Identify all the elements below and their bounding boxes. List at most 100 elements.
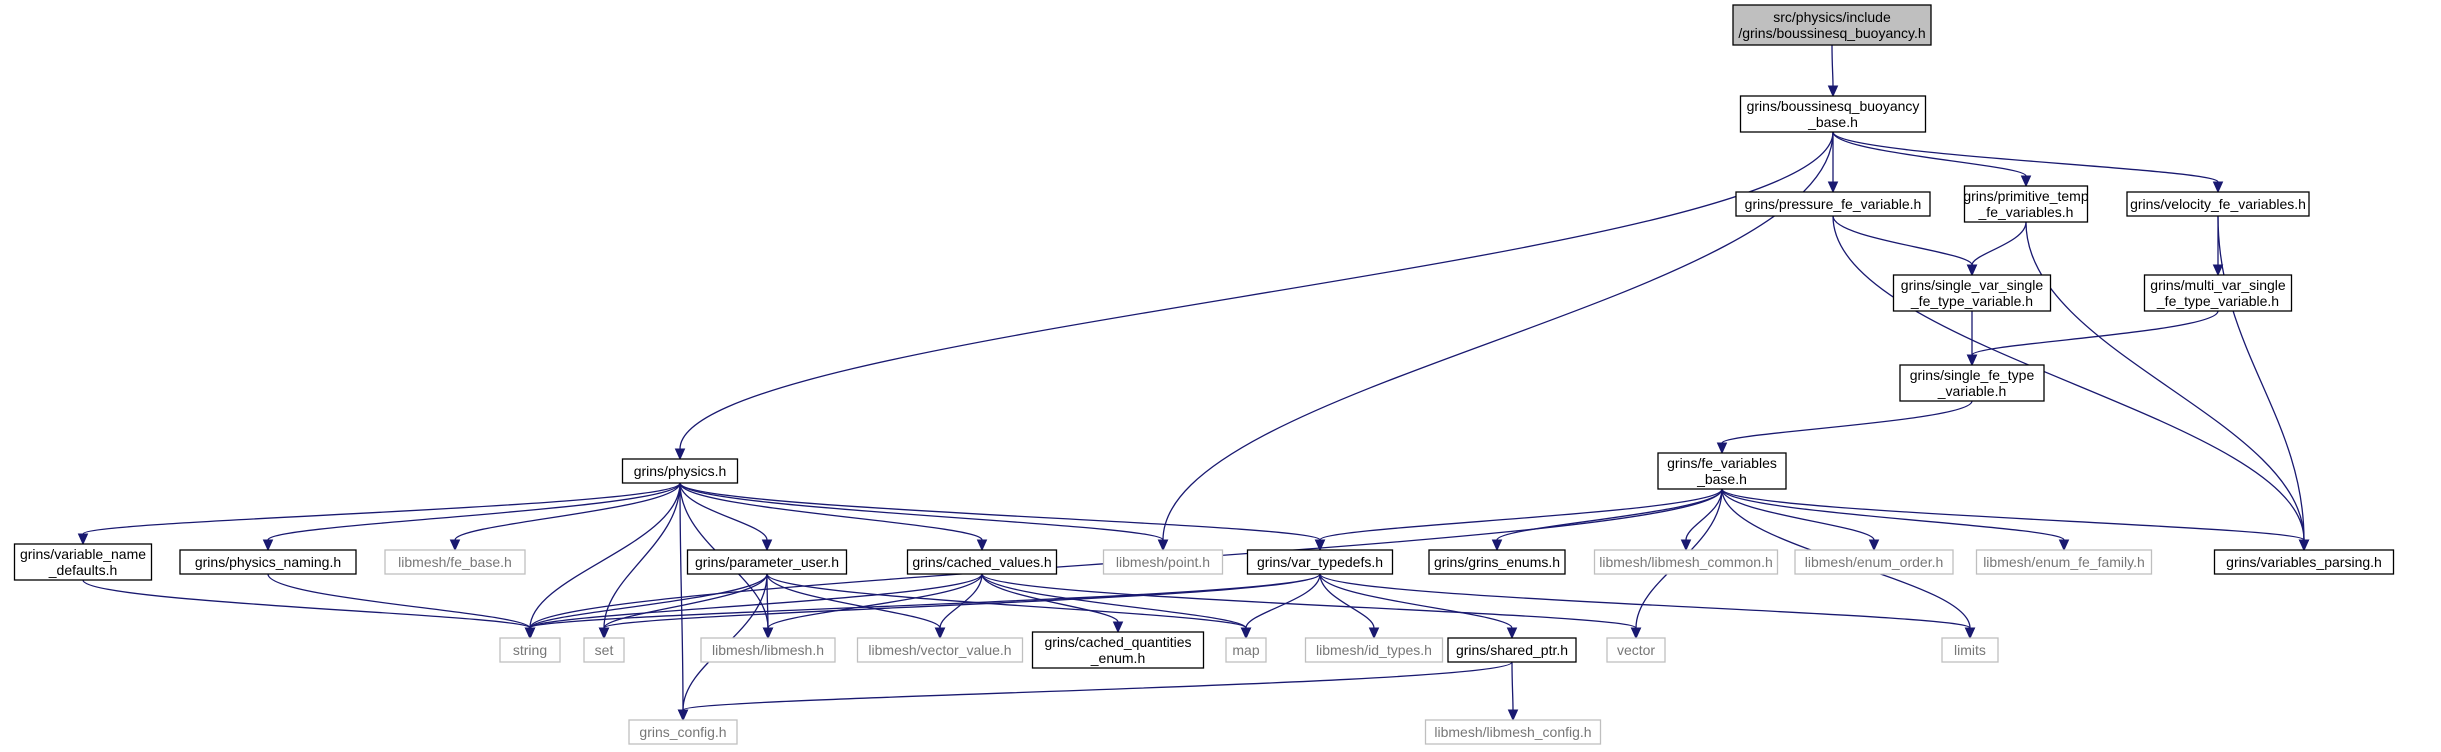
external-header-node: libmesh/fe_base.h (384, 549, 526, 575)
header-file-node[interactable]: grins/multi_var_single_fe_type_variable.… (2143, 274, 2293, 312)
root-file-node[interactable]: src/physics/include/grins/boussinesq_buo… (1732, 4, 1932, 46)
node-box (1657, 452, 1787, 490)
header-file-node[interactable]: grins/grins_enums.h (1428, 549, 1566, 575)
node-label: _enum.h (1090, 650, 1145, 666)
edge-n8-n12 (449, 482, 681, 552)
header-file-node[interactable]: grins/velocity_fe_variables.h (2126, 191, 2310, 217)
header-file-node[interactable]: grins/parameter_user.h (686, 549, 848, 575)
node-box (1941, 637, 1999, 663)
node-box (179, 549, 357, 575)
node-box (1963, 185, 2089, 223)
header-file-node[interactable]: grins/fe_variables_base.h (1657, 452, 1787, 490)
edge-n14-n30 (981, 573, 1642, 640)
node-box (1899, 364, 2045, 402)
node-label: grins/pressure_fe_variable.h (1745, 196, 1922, 212)
external-header-node: vector (1606, 637, 1666, 663)
edge-n11-n22 (267, 573, 536, 640)
node-label: grins/physics_naming.h (195, 554, 341, 570)
edge-n1-n4 (1832, 131, 2224, 194)
edge-n14-n24 (762, 573, 983, 640)
edge-n0-n1 (1827, 44, 1839, 98)
edge-n8-n15 (679, 482, 1169, 552)
node-box (1225, 637, 1267, 663)
node-label: libmesh/enum_fe_family.h (1983, 554, 2145, 570)
external-header-node: libmesh/vector_value.h (856, 637, 1024, 663)
node-label: limits (1954, 642, 1986, 658)
header-file-node[interactable]: grins/cached_quantities_enum.h (1031, 631, 1205, 669)
node-label: libmesh/libmesh_common.h (1599, 554, 1773, 570)
header-file-node[interactable]: grins/single_var_single_fe_type_variable… (1892, 274, 2052, 312)
node-box (1447, 637, 1577, 663)
node-box (856, 637, 1024, 663)
edge-n16-n29 (1319, 573, 1518, 640)
node-box (1739, 95, 1927, 133)
edge-n4-n21 (2217, 215, 2310, 552)
node-label: grins/shared_ptr.h (1456, 642, 1568, 658)
node-label: _base.h (1807, 114, 1858, 130)
edge-n7-n9 (1716, 400, 1973, 455)
node-box (621, 458, 739, 484)
node-label: libmesh/libmesh_config.h (1434, 724, 1591, 740)
external-header-node: grins_config.h (628, 719, 738, 745)
edge-n16-n28 (1319, 573, 1380, 640)
node-label: _defaults.h (48, 562, 118, 578)
node-label: map (1232, 642, 1259, 658)
node-label: _variable.h (1937, 383, 2007, 399)
node-box (1735, 191, 1931, 217)
node-label: grins/fe_variables (1667, 455, 1777, 471)
node-box (628, 719, 738, 745)
edge-n9-n16 (1314, 488, 1723, 552)
edge-n8-n32 (677, 482, 689, 722)
edge-n8-n10 (77, 482, 681, 546)
node-label: libmesh/libmesh.h (712, 642, 824, 658)
edge-n3-n21 (2025, 221, 2310, 552)
header-file-node[interactable]: grins/single_fe_type_variable.h (1899, 364, 2045, 402)
header-file-node[interactable]: grins/cached_values.h (906, 549, 1058, 575)
node-label: src/physics/include (1773, 9, 1891, 25)
edge-n9-n18 (1680, 488, 1723, 552)
header-file-node[interactable]: grins/var_typedefs.h (1246, 549, 1394, 575)
header-file-node[interactable]: grins/physics.h (621, 458, 739, 484)
node-label: _fe_type_variable.h (1910, 293, 2033, 309)
node-label: set (595, 642, 614, 658)
header-file-node[interactable]: grins/boussinesq_buoyancy_base.h (1739, 95, 1927, 133)
node-label: grins/parameter_user.h (695, 554, 839, 570)
node-box (1732, 4, 1932, 46)
external-header-node: libmesh/libmesh.h (700, 637, 836, 663)
node-box (1424, 719, 1602, 745)
edge-n14-n26 (981, 573, 1124, 634)
node-box (1593, 549, 1779, 575)
edge-n1-n3 (1832, 131, 2032, 188)
edge-n9-n21 (1721, 488, 2310, 552)
node-label: grins/velocity_fe_variables.h (2130, 196, 2306, 212)
header-file-node[interactable]: grins/shared_ptr.h (1447, 637, 1577, 663)
edge-n8-n22 (524, 482, 681, 640)
header-file-node[interactable]: grins/variables_parsing.h (2213, 549, 2395, 575)
header-file-node[interactable]: grins/variable_name_defaults.h (13, 543, 153, 581)
edge-n3-n5 (1966, 221, 2027, 277)
edge-n8-n14 (679, 482, 988, 552)
node-label: grins/single_var_single (1901, 277, 2044, 293)
node-label: /grins/boussinesq_buoyancy.h (1738, 25, 1925, 41)
header-file-node[interactable]: grins/primitive_temp_fe_variables.h (1963, 185, 2089, 223)
node-label: string (513, 642, 547, 658)
node-box (906, 549, 1058, 575)
nodes-layer: src/physics/include/grins/boussinesq_buo… (13, 4, 2395, 745)
header-file-node[interactable]: grins/physics_naming.h (179, 549, 357, 575)
node-box (2126, 191, 2310, 217)
node-box (1304, 637, 1444, 663)
node-label: grins/cached_quantities (1044, 634, 1191, 650)
node-box (499, 637, 561, 663)
node-label: libmesh/id_types.h (1316, 642, 1432, 658)
node-label: grins/physics.h (634, 463, 727, 479)
edge-n9-n20 (1721, 488, 2070, 552)
node-box (2213, 549, 2395, 575)
node-label: vector (1617, 642, 1655, 658)
node-label: libmesh/point.h (1116, 554, 1210, 570)
edge-n9-n17 (1491, 488, 1723, 552)
header-file-node[interactable]: grins/pressure_fe_variable.h (1735, 191, 1931, 217)
node-box (1102, 549, 1224, 575)
node-label: grins/cached_values.h (912, 554, 1051, 570)
external-header-node: set (583, 637, 625, 663)
